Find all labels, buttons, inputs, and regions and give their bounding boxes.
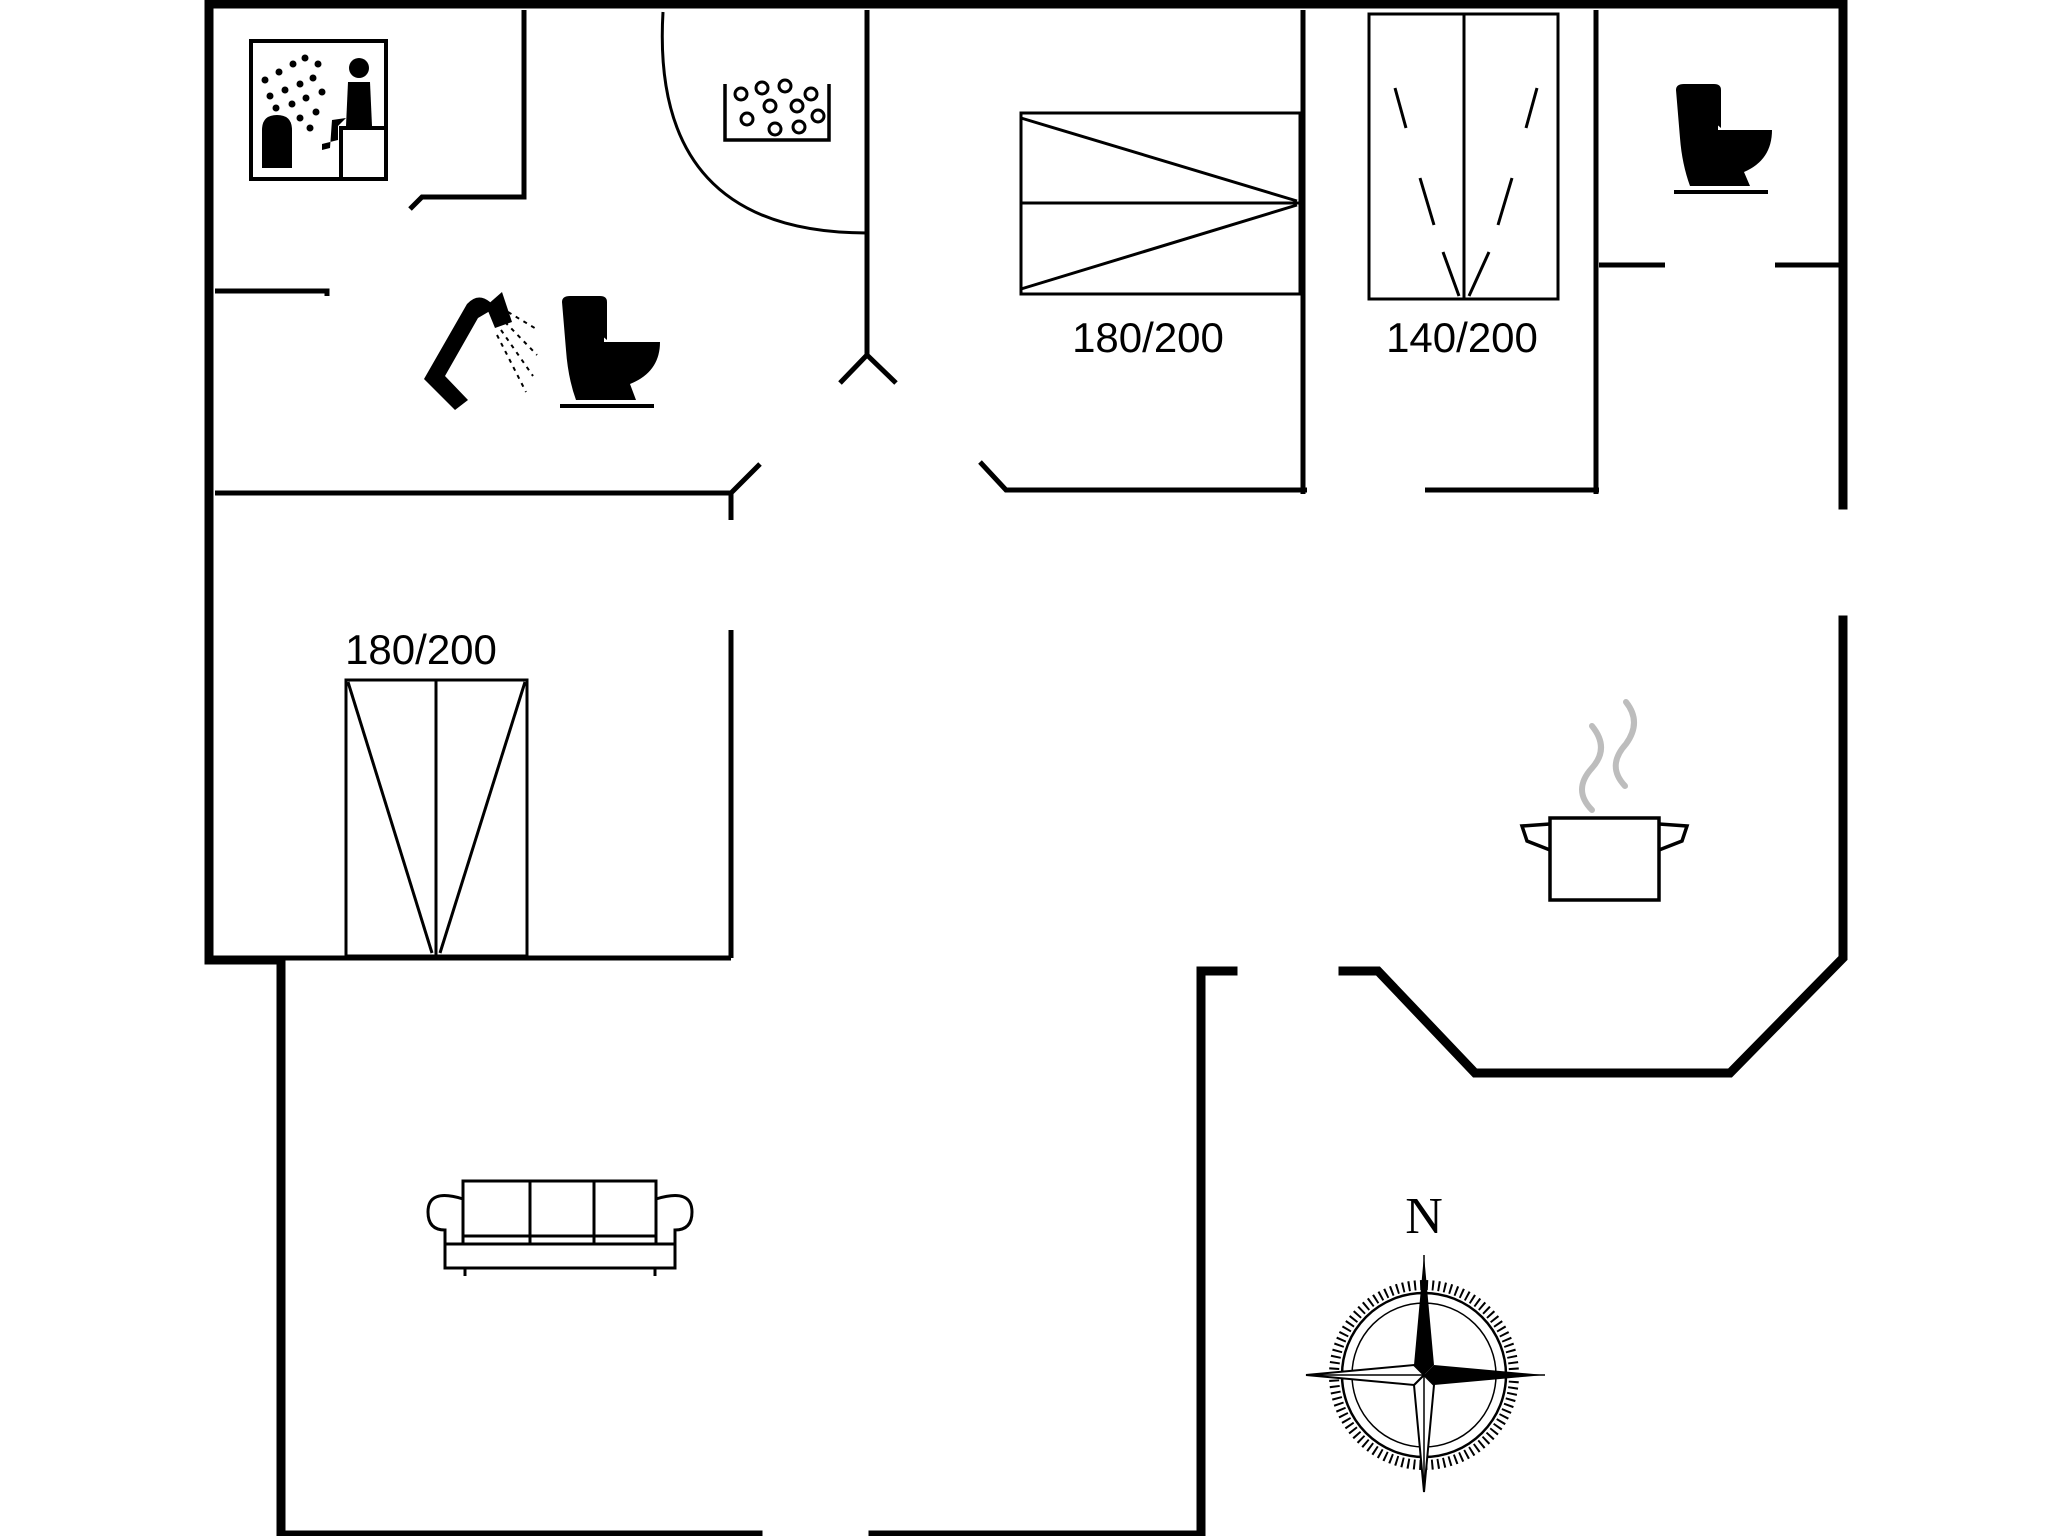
sofa-icon — [426, 1179, 694, 1276]
cooking-pot-icon — [1519, 699, 1690, 902]
bed-1: 180/200 — [1019, 111, 1302, 361]
bed-2: 140/200 — [1367, 12, 1560, 361]
shower-icon — [424, 292, 539, 410]
whirlpool-icon — [723, 78, 831, 142]
toilet-icon — [560, 296, 660, 408]
compass-north-label: N — [1405, 1188, 1443, 1245]
toilet-icon — [1674, 84, 1772, 194]
compass-rose-icon: N — [1305, 1188, 1545, 1493]
sauna-icon — [249, 39, 388, 181]
bed-3: 180/200 — [344, 626, 529, 958]
bed-1-label: 180/200 — [1072, 314, 1224, 361]
bed-2-label: 140/200 — [1386, 314, 1538, 361]
bed-3-label: 180/200 — [345, 626, 497, 673]
interior-walls — [215, 10, 1839, 961]
